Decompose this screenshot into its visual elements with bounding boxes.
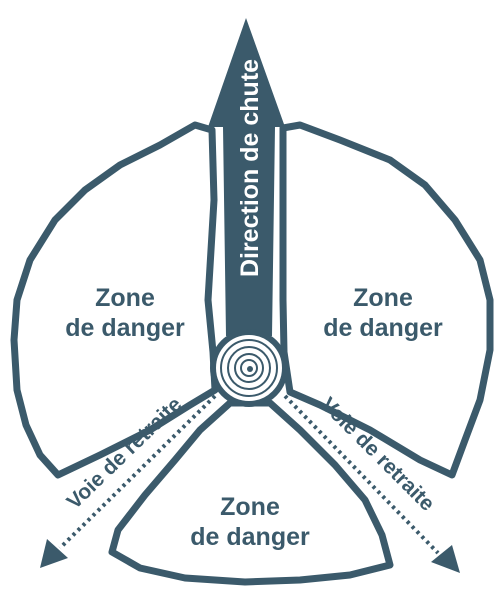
danger-zone-right-label-line2: de danger	[323, 314, 443, 342]
danger-zone-bottom-label-line1: Zone	[220, 493, 280, 521]
fall-direction-label: Direction de chute	[236, 59, 264, 277]
escape-route-right-arrowhead	[431, 545, 460, 573]
escape-route-right-label: Voie de retraite	[316, 393, 438, 515]
escape-route-left-label: Voie de retraite	[62, 393, 186, 514]
tree-stump-icon	[213, 332, 285, 404]
danger-zone-left-label-line1: Zone	[95, 284, 155, 312]
danger-zone-left-label-line2: de danger	[65, 314, 185, 342]
danger-zone-bottom-label-line2: de danger	[190, 523, 310, 551]
danger-zone-right-label-line1: Zone	[353, 284, 413, 312]
